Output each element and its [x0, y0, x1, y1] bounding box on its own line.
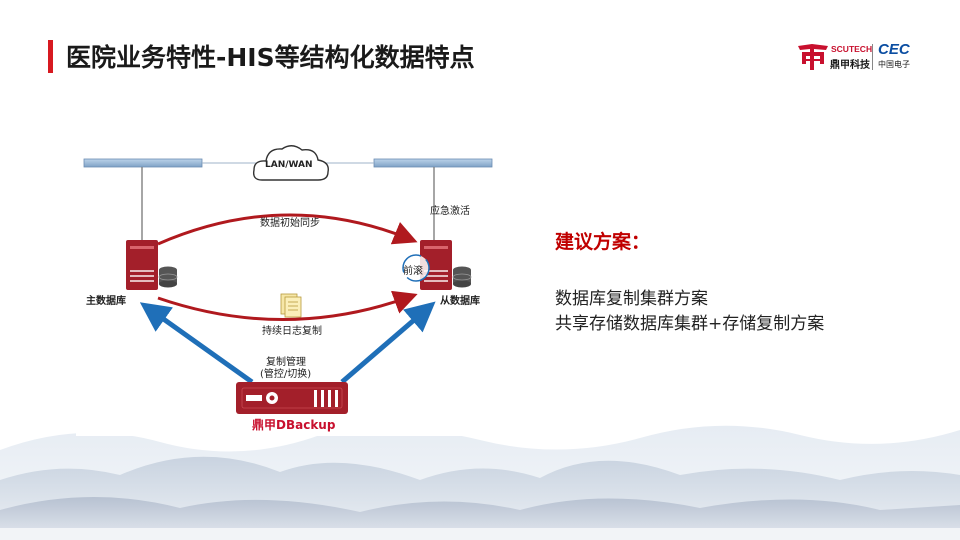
scutech-logo-icon [798, 44, 828, 70]
logo-divider [872, 44, 873, 70]
rollforward-icon [402, 254, 430, 282]
copy-management-sub-label: (管控/切换) [260, 369, 312, 380]
rollforward-label: 前滚 [403, 266, 423, 277]
diagram-graphics [83, 145, 493, 414]
product-label: 鼎甲DBackup [252, 418, 336, 432]
network-label: LAN/WAN [265, 160, 313, 170]
company-logo: SCUTECH 鼎甲科技 CEC 中国电子 [796, 40, 921, 74]
copy-management-label: 复制管理 [266, 357, 306, 368]
left-network-bar [83, 158, 203, 168]
cloud-icon [252, 145, 329, 181]
initial-sync-label: 数据初始同步 [260, 218, 320, 229]
left-management-arrow [139, 302, 254, 385]
emergency-activation-label: 应急激活 [430, 206, 470, 217]
standby-db-label: 从数据库 [440, 296, 480, 307]
log-replication-arrow [157, 290, 418, 321]
suggestion-item: 数据库复制集群方案 [555, 289, 708, 309]
logo-brand-cn: 鼎甲科技 [830, 60, 870, 71]
log-replication-label: 持续日志复制 [262, 326, 322, 337]
suggestion-title: 建议方案： [555, 231, 651, 253]
right-network-bar [373, 158, 493, 168]
page-title: 医院业务特性-HIS等结构化数据特点 [66, 43, 475, 72]
log-document-icon [280, 293, 302, 318]
primary-server-icon [126, 240, 178, 290]
mountain-background [0, 425, 960, 540]
logo-partner-cn: 中国电子 [878, 60, 910, 69]
right-management-arrow [340, 301, 436, 384]
logo-brand-en: SCUTECH [831, 44, 873, 54]
replication-diagram: LAN/WAN 应急激活 数据初始同步 主数据库 从数据库 前滚 持续日志复制 … [76, 136, 496, 436]
dbackup-appliance-icon [236, 382, 348, 414]
standby-server-icon [420, 240, 472, 290]
primary-db-label: 主数据库 [86, 296, 126, 307]
suggestion-item: 共享存储数据库集群+存储复制方案 [555, 314, 825, 334]
title-accent-bar [48, 40, 53, 73]
logo-partner-en: CEC [878, 41, 910, 58]
initial-sync-arrow [157, 213, 418, 246]
